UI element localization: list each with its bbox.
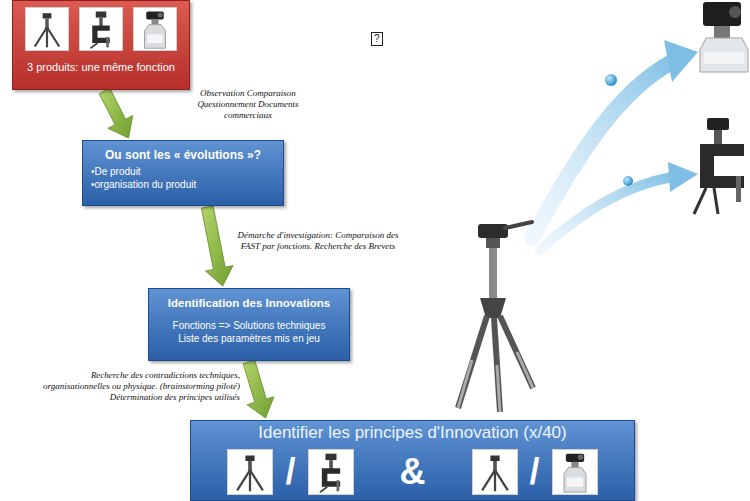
product-icon xyxy=(25,7,69,51)
result-band: Identifier les principes d'Innovation (x… xyxy=(190,420,635,501)
arrow-annotation: Observation Comparaison Questionnement D… xyxy=(192,88,304,121)
product-icon xyxy=(308,449,354,495)
product-icon-art xyxy=(473,450,517,494)
product-icon xyxy=(552,449,598,495)
separator-slash: / xyxy=(285,451,295,493)
comparison-row: / & / xyxy=(199,449,626,495)
flow-arrow xyxy=(243,360,274,418)
icon-row xyxy=(21,7,181,51)
product-icon-art xyxy=(228,450,272,494)
box-body: •organisation du produit xyxy=(91,178,275,191)
arrow-annotation: Démarche d'investigation: Comparaison de… xyxy=(234,230,402,252)
product-icon-art xyxy=(80,8,122,50)
band-heading: Identifier les principes d'Innovation (x… xyxy=(199,423,626,443)
box-heading: Identification des Innovations xyxy=(157,296,341,310)
product-icon-art xyxy=(134,8,176,50)
process-box: Identification des InnovationsFonctions … xyxy=(148,288,350,361)
box-body: •De produit xyxy=(91,165,275,178)
product-icon xyxy=(79,7,123,51)
product-icon xyxy=(133,7,177,51)
product-icon xyxy=(472,449,518,495)
flow-arrow xyxy=(99,88,133,138)
box-body: Fonctions => Solutions techniques xyxy=(157,319,341,332)
product-icon-art xyxy=(553,450,597,494)
product-icon-art xyxy=(26,8,68,50)
separator-slash: / xyxy=(530,451,540,493)
product-icon xyxy=(227,449,273,495)
process-box: Ou sont les « évolutions »? •De produit•o… xyxy=(82,140,284,206)
arrow-annotation: Recherche des contradictions techniques,… xyxy=(40,370,240,403)
flow-arrow xyxy=(201,206,233,286)
separator-ampersand: & xyxy=(400,451,426,493)
box-heading: Ou sont les « évolutions »? xyxy=(91,148,275,162)
product-group-box: 3 produits: une même fonction xyxy=(12,0,190,90)
box-caption: 3 produits: une même fonction xyxy=(21,61,181,74)
box-body: Liste des paramètres mis en jeu xyxy=(157,332,341,345)
product-icon-art xyxy=(309,450,353,494)
missing-glyph-mark: ? xyxy=(371,32,383,46)
